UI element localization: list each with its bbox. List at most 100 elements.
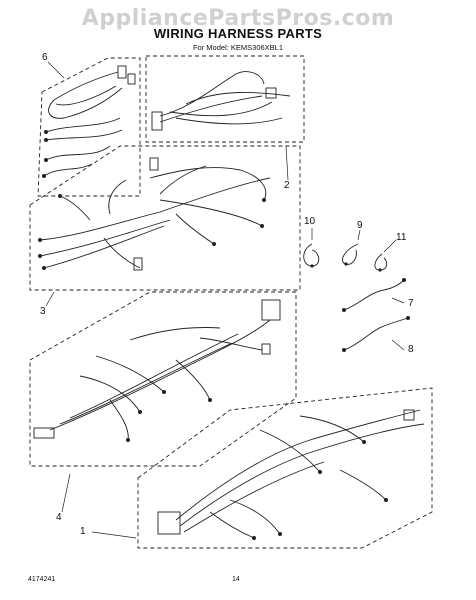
terminal xyxy=(126,438,130,442)
wire-1h xyxy=(209,511,255,539)
leader-4 xyxy=(61,473,71,513)
plug-2b xyxy=(265,87,277,99)
terminal xyxy=(44,130,48,134)
box-harness-4 xyxy=(29,291,297,467)
terminal xyxy=(318,470,322,474)
wire-1e xyxy=(299,415,365,443)
wire-2e xyxy=(185,91,291,105)
plug-4a xyxy=(261,299,281,321)
wire-5j xyxy=(103,237,141,269)
wire-4g xyxy=(175,359,211,401)
callout-7: 7 xyxy=(408,298,414,309)
plug-1b xyxy=(403,409,415,421)
wire-5h xyxy=(108,179,127,215)
wire-4d xyxy=(129,327,221,341)
plug-4b xyxy=(33,427,55,439)
terminal xyxy=(262,198,266,202)
leader-1 xyxy=(91,531,137,539)
wire-8 xyxy=(343,317,409,351)
callout-4: 4 xyxy=(56,512,62,523)
callout-9: 9 xyxy=(357,220,363,231)
callout-8: 8 xyxy=(408,344,414,355)
wire-5i xyxy=(175,213,215,245)
diagram-title: WIRING HARNESS PARTS xyxy=(153,26,323,41)
terminal xyxy=(344,262,348,266)
wire-6e xyxy=(45,145,111,161)
callout-3: 3 xyxy=(40,306,46,317)
wire-6d xyxy=(45,129,123,141)
terminal xyxy=(38,254,42,258)
plug-2a xyxy=(151,111,163,131)
wire-1b xyxy=(179,423,425,527)
callout-1: 1 xyxy=(80,526,86,537)
terminal xyxy=(44,138,48,142)
jumper-11 xyxy=(374,253,388,271)
plug-1a xyxy=(157,511,181,535)
page-number: 14 xyxy=(232,576,240,583)
wire-4a xyxy=(49,319,271,431)
leader-9 xyxy=(357,229,361,241)
wire-5g xyxy=(59,195,91,221)
wire-4h xyxy=(109,399,129,441)
terminal xyxy=(44,158,48,162)
box-harness-1 xyxy=(137,387,433,549)
terminal xyxy=(310,264,314,268)
jumper-9 xyxy=(342,243,359,265)
terminal xyxy=(378,268,382,272)
plug-6b xyxy=(127,73,136,85)
leader-6 xyxy=(47,61,65,79)
terminal xyxy=(362,440,366,444)
wire-4e xyxy=(95,355,165,393)
wire-4c xyxy=(69,333,239,419)
terminal xyxy=(38,238,42,242)
leader-8 xyxy=(391,339,405,351)
wire-5a xyxy=(39,177,271,241)
wire-1f xyxy=(229,499,281,535)
wire-5d xyxy=(149,167,267,201)
box-harness-6 xyxy=(37,57,141,197)
terminal xyxy=(208,398,212,402)
callout-10: 10 xyxy=(304,216,316,227)
leader-7 xyxy=(391,297,405,304)
terminal xyxy=(278,532,282,536)
terminal xyxy=(212,242,216,246)
wire-5f xyxy=(159,165,207,195)
wire-2d xyxy=(175,117,283,125)
jumper-10 xyxy=(303,243,320,267)
terminal xyxy=(384,498,388,502)
leader-2 xyxy=(285,145,289,181)
wire-4i xyxy=(199,337,263,351)
wire-4f xyxy=(79,375,141,413)
terminal xyxy=(58,194,62,198)
box-harness-5 xyxy=(29,145,301,291)
plug-6a xyxy=(117,65,127,79)
wire-5c xyxy=(43,225,165,269)
terminal xyxy=(342,308,346,312)
wire-5b xyxy=(39,219,171,257)
plug-4c xyxy=(261,343,271,355)
wire-2a xyxy=(159,71,265,117)
terminal xyxy=(252,536,256,540)
callout-6: 6 xyxy=(42,52,48,63)
terminal xyxy=(260,224,264,228)
wire-6b xyxy=(55,85,117,106)
wire-1d xyxy=(259,429,321,473)
wire-1a xyxy=(175,409,421,521)
plug-5b xyxy=(133,257,143,271)
wire-7 xyxy=(343,279,405,311)
wire-1c xyxy=(183,461,325,533)
terminal xyxy=(162,390,166,394)
leader-11 xyxy=(383,239,397,253)
wire-6f xyxy=(43,163,93,177)
plug-5a xyxy=(149,157,159,171)
leader-3 xyxy=(45,291,55,307)
doc-number: 4174241 xyxy=(28,576,56,583)
callout-11: 11 xyxy=(396,232,407,243)
wire-4b xyxy=(59,343,231,425)
terminal xyxy=(42,266,46,270)
box-harness-2 xyxy=(145,55,305,143)
terminal xyxy=(406,316,410,320)
model-subtitle: For Model: KEMS306XBL1 xyxy=(192,43,284,52)
wire-2b xyxy=(159,95,263,123)
